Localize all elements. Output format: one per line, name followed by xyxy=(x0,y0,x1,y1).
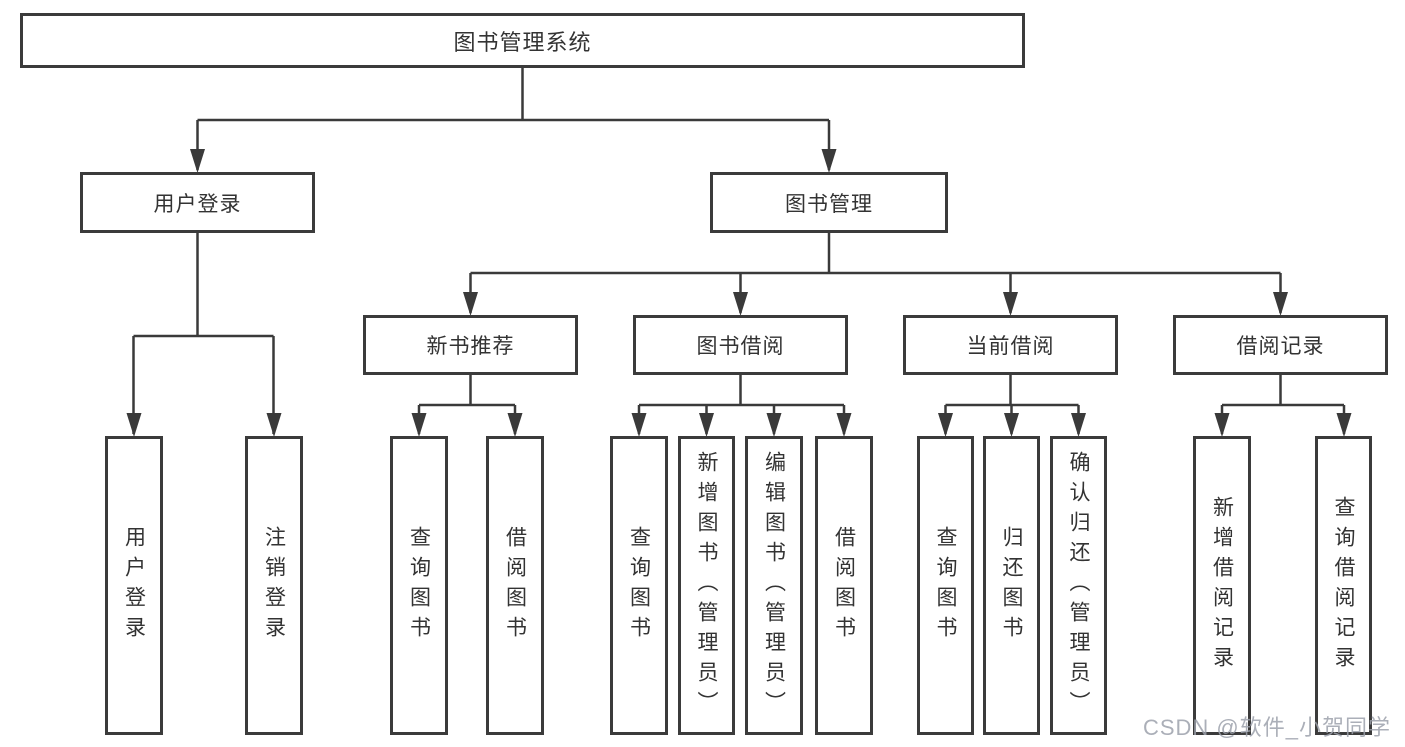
node-new-book-recommend: 新书推荐 xyxy=(363,315,578,375)
leaf-query-books-borrow: 查询图书 xyxy=(610,436,668,735)
leaf-query-borrow-record: 查询借阅记录 xyxy=(1315,436,1372,735)
leaf-return-books: 归还图书 xyxy=(983,436,1040,735)
leaf-query-books-current: 查询图书 xyxy=(917,436,974,735)
node-user-login: 用户登录 xyxy=(80,172,315,233)
leaf-add-borrow-record: 新增借阅记录 xyxy=(1193,436,1251,735)
node-borrow-records: 借阅记录 xyxy=(1173,315,1388,375)
arrowheads xyxy=(126,149,1352,437)
node-book-management: 图书管理 xyxy=(710,172,948,233)
leaf-user-login: 用户登录 xyxy=(105,436,163,735)
csdn-watermark: CSDN @软件_小贺同学 xyxy=(1142,715,1391,740)
node-current-borrow: 当前借阅 xyxy=(903,315,1118,375)
leaf-logout: 注销登录 xyxy=(245,436,303,735)
leaf-query-books-recommend: 查询图书 xyxy=(390,436,448,735)
node-root-library-system: 图书管理系统 xyxy=(20,13,1025,68)
leaf-borrow-books: 借阅图书 xyxy=(815,436,873,735)
leaf-confirm-return-admin: 确认归还（管理员） xyxy=(1050,436,1107,735)
leaf-edit-books-admin: 编辑图书（管理员） xyxy=(745,436,803,735)
leaf-borrow-books-recommend: 借阅图书 xyxy=(486,436,544,735)
leaf-add-books-admin: 新增图书（管理员） xyxy=(678,436,735,735)
node-book-borrow: 图书借阅 xyxy=(633,315,848,375)
